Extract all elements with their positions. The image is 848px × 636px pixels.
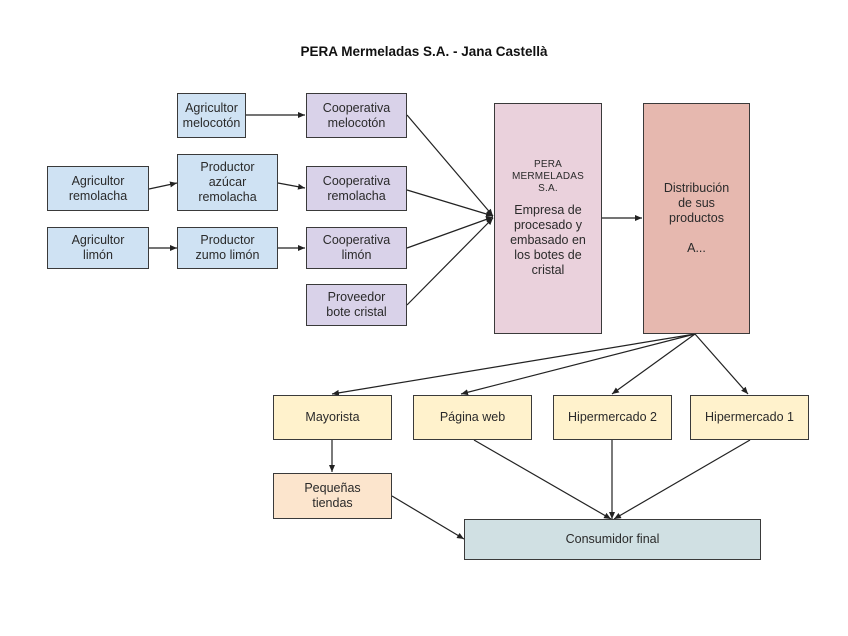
node-label: Hipermercado 1 xyxy=(705,410,794,424)
node-label: Proveedor bote cristal xyxy=(326,290,387,319)
node-label: Mayorista xyxy=(305,410,360,424)
node-productor-azucar-remolacha[interactable]: Productor azúcar remolacha xyxy=(177,154,278,211)
node-label: Productor zumo limón xyxy=(195,233,260,262)
node-pagina-web[interactable]: Página web xyxy=(413,395,532,440)
edge-cooperativa-limon-to-pera xyxy=(406,216,494,249)
edge-distribucion-to-hipermercado-2 xyxy=(611,333,696,395)
edge-agricultor-remolacha-to-productor xyxy=(148,181,178,190)
node-label: Consumidor final xyxy=(565,532,660,546)
node-label: Página web xyxy=(439,410,506,424)
node-agricultor-melocoton[interactable]: Agricultor melocotón xyxy=(177,93,246,138)
edge-proveedor-bote-to-pera xyxy=(406,217,494,306)
node-label: Cooperativa melocotón xyxy=(322,100,391,130)
edge-hipermercado-1-to-consumidor xyxy=(613,439,751,520)
edge-productor-azucar-to-cooperativa xyxy=(277,182,306,190)
node-cooperativa-melocoton[interactable]: Cooperativa melocotón xyxy=(306,93,407,138)
distribucion-label: Distribución de sus productos xyxy=(663,181,730,225)
node-hipermercado-2[interactable]: Hipermercado 2 xyxy=(553,395,672,440)
company-description-label: Empresa de procesado y embasado en los b… xyxy=(510,203,586,277)
node-distribucion[interactable]: Distribución de sus productos A... xyxy=(643,103,750,334)
distribucion-extra-label: A... xyxy=(687,241,706,255)
company-name-label: PERA MERMELADAS S.A. xyxy=(511,159,584,194)
node-pera-mermeladas[interactable]: PERA MERMELADAS S.A. Empresa de procesad… xyxy=(494,103,602,334)
node-mayorista[interactable]: Mayorista xyxy=(273,395,392,440)
edge-distribucion-to-mayorista xyxy=(331,333,696,396)
node-consumidor-final[interactable]: Consumidor final xyxy=(464,519,761,560)
node-label: Agricultor limón xyxy=(71,233,125,262)
edge-pagina-web-to-consumidor xyxy=(473,439,612,520)
node-label: Pequeñas tiendas xyxy=(304,481,361,510)
diagram-title: PERA Mermeladas S.A. - Jana Castellà xyxy=(300,44,548,59)
edge-cooperativa-melocoton-to-pera xyxy=(406,114,494,217)
edge-cooperativa-remolacha-to-pera xyxy=(406,189,494,217)
node-label: Cooperativa remolacha xyxy=(322,173,391,203)
node-label: Hipermercado 2 xyxy=(568,410,657,424)
edge-pequenas-tiendas-to-consumidor xyxy=(391,495,465,540)
node-hipermercado-1[interactable]: Hipermercado 1 xyxy=(690,395,809,440)
node-agricultor-remolacha[interactable]: Agricultor remolacha xyxy=(47,166,149,211)
edge-distribucion-to-pagina-web xyxy=(460,333,696,396)
node-pequenas-tiendas[interactable]: Pequeñas tiendas xyxy=(273,473,392,519)
node-label: Agricultor remolacha xyxy=(68,173,128,203)
node-agricultor-limon[interactable]: Agricultor limón xyxy=(47,227,149,269)
node-proveedor-bote-cristal[interactable]: Proveedor bote cristal xyxy=(306,284,407,326)
node-cooperativa-remolacha[interactable]: Cooperativa remolacha xyxy=(306,166,407,211)
node-productor-zumo-limon[interactable]: Productor zumo limón xyxy=(177,227,278,269)
node-label: Agricultor melocotón xyxy=(182,100,241,130)
node-cooperativa-limon[interactable]: Cooperativa limón xyxy=(306,227,407,269)
node-label: Productor azúcar remolacha xyxy=(198,160,257,204)
edge-distribucion-to-hipermercado-1 xyxy=(694,333,749,395)
node-label: Cooperativa limón xyxy=(322,233,391,262)
